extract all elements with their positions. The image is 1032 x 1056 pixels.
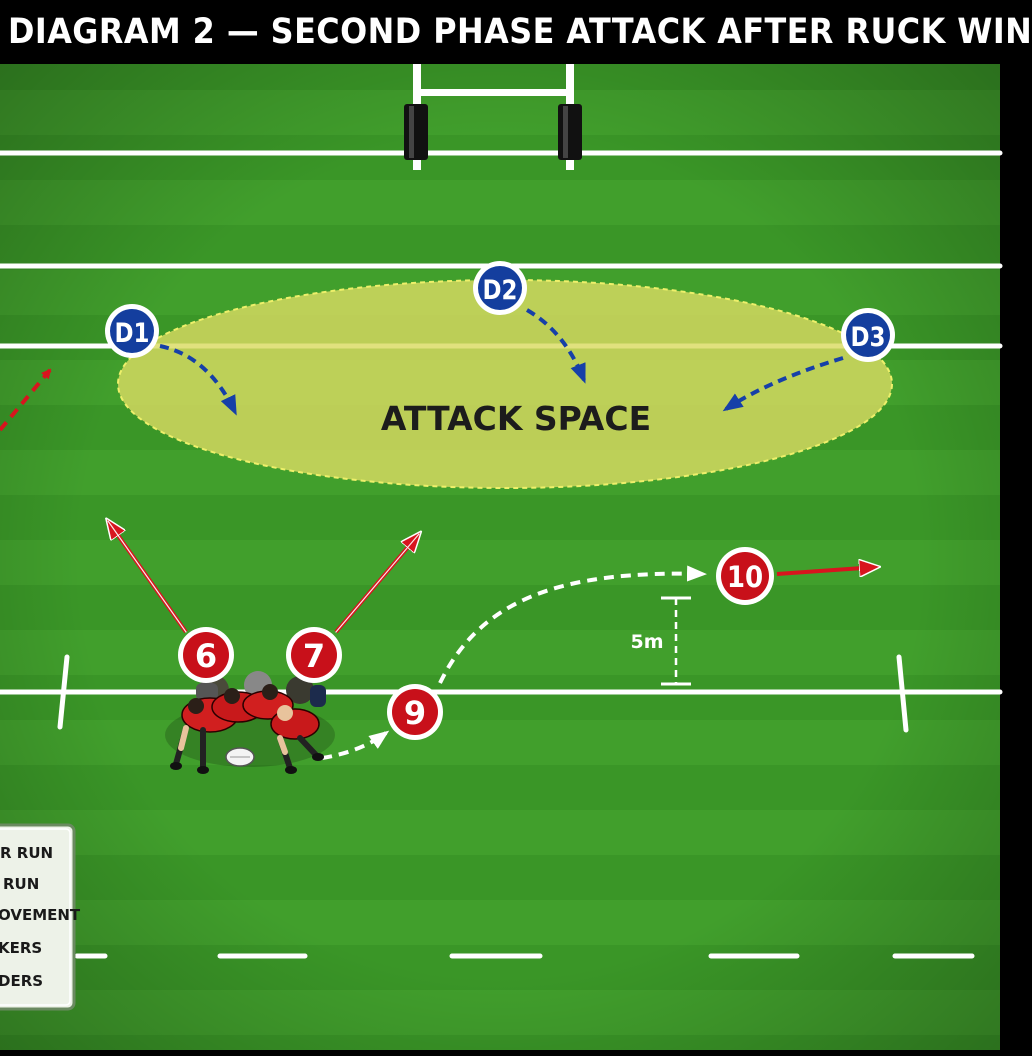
d2-run-arrow bbox=[525, 308, 586, 384]
d3-run-arrow bbox=[722, 356, 844, 412]
attacker-6: 6 bbox=[178, 627, 234, 683]
scrum-half-movement bbox=[321, 565, 707, 760]
attacker-7-label: 7 bbox=[303, 637, 325, 675]
legend-item-3: OVEMENT bbox=[0, 906, 81, 924]
offscreen-run-arrow bbox=[0, 368, 52, 432]
defender-d3: D3 bbox=[841, 308, 895, 362]
attack-space-label: ATTACK SPACE bbox=[381, 399, 651, 438]
legend-item-1: R RUN bbox=[0, 844, 53, 862]
defender-d2: D2 bbox=[473, 261, 527, 315]
defender-d3-label: D3 bbox=[850, 321, 885, 352]
goal-posts-icon bbox=[404, 62, 582, 170]
attacker-10: 10 bbox=[716, 547, 774, 605]
defender-d2-label: D2 bbox=[482, 274, 517, 305]
legend-item-4: KERS bbox=[0, 939, 42, 957]
title-bar: DIAGRAM 2 — SECOND PHASE ATTACK AFTER RU… bbox=[0, 0, 1032, 64]
hash-mark-right bbox=[896, 654, 909, 733]
defender-d1: D1 bbox=[105, 304, 159, 358]
pitch-shade bbox=[0, 60, 1000, 1056]
diagram-title: DIAGRAM 2 — SECOND PHASE ATTACK AFTER RU… bbox=[8, 12, 1032, 52]
pass-to-ten-arrow bbox=[438, 565, 707, 684]
attacker-9-label: 9 bbox=[404, 694, 426, 732]
attacker-9: 9 bbox=[387, 684, 443, 740]
ten-run-arrow bbox=[776, 567, 877, 574]
ruck-to-nine-arrow bbox=[321, 730, 390, 760]
rugby-pitch: ATTACK SPACE 5m bbox=[0, 60, 1003, 1056]
defender-movement bbox=[159, 308, 844, 416]
legend: R RUN RUN OVEMENT KERS DERS bbox=[0, 823, 81, 1011]
d1-run-arrow bbox=[159, 344, 237, 416]
bottom-frame bbox=[0, 1050, 1000, 1056]
legend-item-5: DERS bbox=[0, 972, 43, 990]
ruck-players-icon bbox=[165, 671, 335, 774]
hash-mark-left bbox=[57, 654, 70, 730]
white-outlines bbox=[107, 520, 420, 633]
attacker-7: 7 bbox=[286, 627, 342, 683]
attacker-6-label: 6 bbox=[195, 637, 217, 675]
rugby-ball-icon bbox=[225, 747, 255, 767]
defender-d1-label: D1 bbox=[114, 317, 149, 348]
legend-item-2: RUN bbox=[3, 875, 39, 893]
attacker-10-label: 10 bbox=[727, 560, 763, 595]
distance-label: 5m bbox=[630, 631, 663, 653]
distance-marker: 5m bbox=[630, 596, 691, 686]
